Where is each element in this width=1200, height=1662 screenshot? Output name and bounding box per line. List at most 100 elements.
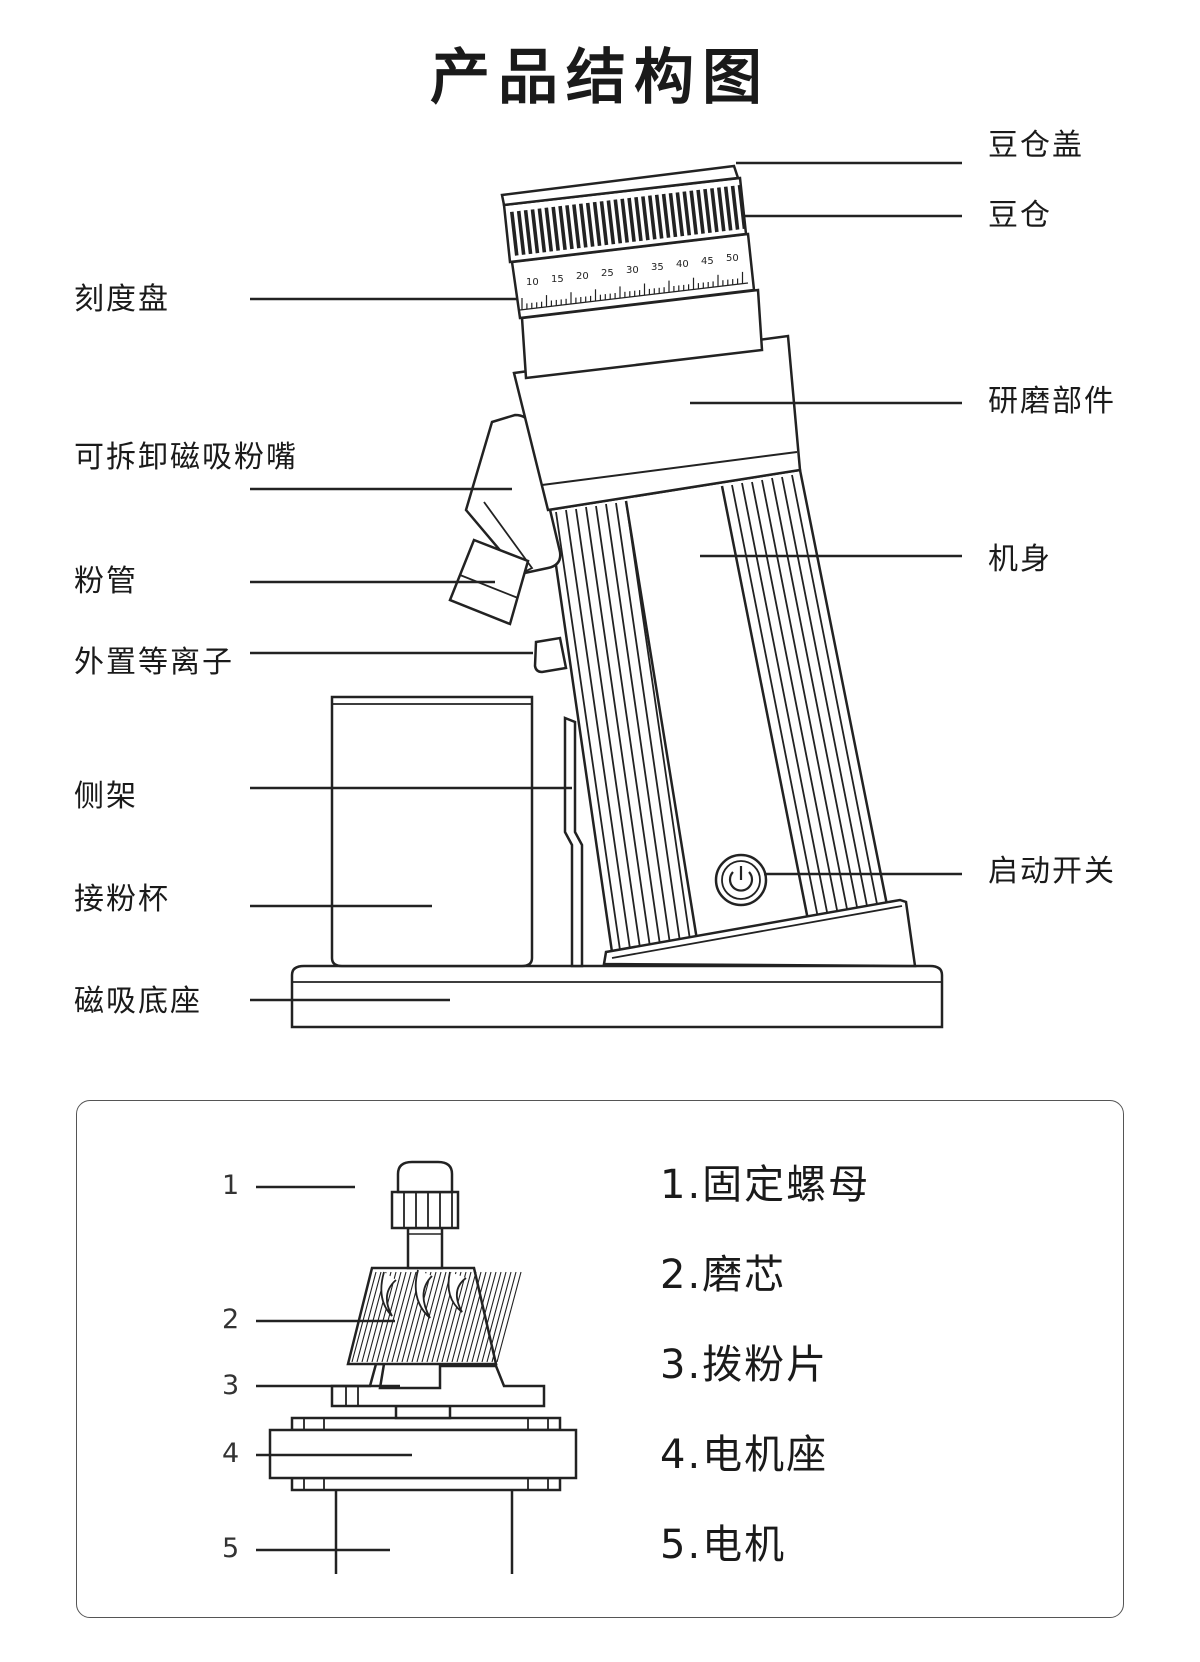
burr-hatch-line — [426, 1271, 452, 1363]
callout-number: 1 — [222, 1170, 240, 1201]
power-button — [714, 853, 768, 907]
hopper-rib — [530, 209, 540, 254]
burr-hatch-line — [481, 1271, 507, 1363]
dial-number: 40 — [676, 259, 689, 270]
label-spout: 可拆卸磁吸粉嘴 — [74, 440, 298, 475]
burr-hatch-line — [486, 1271, 512, 1363]
hopper-rib — [710, 188, 719, 233]
hopper-rib — [737, 184, 747, 230]
legend-item-motor: 5.电机 — [660, 1522, 787, 1568]
hopper-rib — [579, 203, 588, 248]
label-switch: 启动开关 — [988, 854, 1116, 889]
dial-number: 45 — [701, 256, 714, 267]
burr-hatch-line — [496, 1271, 522, 1363]
callout-number: 2 — [222, 1304, 240, 1335]
burr-hatch-line — [461, 1271, 487, 1363]
burr-hatch-line — [421, 1271, 447, 1363]
legend-leader-lines — [256, 1185, 412, 1552]
dial-number: 30 — [626, 265, 639, 276]
dial-number: 15 — [551, 274, 564, 285]
hopper-rib — [516, 210, 526, 255]
burr-hatch-line — [376, 1271, 402, 1363]
external-ionizer — [533, 636, 568, 674]
hopper-rib — [661, 193, 671, 238]
leader-lines — [250, 161, 962, 1002]
burr-hatch-line — [446, 1271, 472, 1363]
legend-item-burr: 2.磨芯 — [660, 1252, 787, 1298]
burr-hatch-line — [351, 1271, 377, 1363]
burr-hatch-line — [371, 1271, 397, 1363]
label-tube: 粉管 — [74, 564, 138, 599]
hopper-rib — [641, 196, 650, 241]
burr-hatch-line — [411, 1271, 437, 1363]
legend-item-motor-seat: 4.电机座 — [660, 1432, 829, 1478]
hopper-rib — [696, 189, 705, 234]
hopper-rib — [523, 209, 533, 255]
hopper-rib — [634, 196, 643, 242]
burr-assembly — [268, 1160, 578, 1574]
hopper-rib — [599, 201, 609, 246]
hopper-rib — [592, 201, 602, 247]
burr-hatch-line — [356, 1271, 382, 1363]
dial-number: 35 — [651, 262, 664, 273]
hopper-rib — [648, 195, 657, 240]
label-dial: 刻度盘 — [74, 282, 170, 317]
hopper-rib — [723, 186, 733, 231]
hopper-rib — [703, 188, 712, 234]
burr-hatch-line — [451, 1271, 477, 1363]
legend-item-nut: 1.固定螺母 — [660, 1162, 871, 1208]
hopper-rib — [585, 202, 595, 247]
hopper-lid — [500, 164, 740, 207]
burr-hatch-line — [441, 1271, 467, 1363]
label-grinder: 研磨部件 — [988, 384, 1116, 419]
dial-number: 20 — [576, 271, 589, 282]
hopper-rib — [654, 194, 664, 239]
hopper-rib — [730, 185, 740, 230]
hopper-rib — [682, 191, 692, 236]
label-lid: 豆仓盖 — [988, 128, 1084, 163]
label-ionizer: 外置等离子 — [74, 645, 234, 680]
hopper-rib — [551, 206, 560, 251]
body-foot — [602, 898, 917, 968]
label-body: 机身 — [988, 542, 1052, 577]
hopper-rib — [689, 190, 698, 235]
burr-hatch-line — [386, 1271, 412, 1363]
hopper-rib — [572, 204, 581, 249]
label-base: 磁吸底座 — [74, 984, 202, 1019]
magnetic-base — [290, 964, 944, 1029]
burr-hatch-line — [406, 1271, 432, 1363]
hopper-rib — [558, 205, 567, 251]
dial-number: 10 — [526, 277, 539, 288]
hopper-rib — [613, 199, 623, 244]
hopper-rib — [675, 192, 685, 237]
burr-hatch-line — [466, 1271, 492, 1363]
callout-number: 3 — [222, 1370, 240, 1401]
dial-number: 50 — [726, 253, 739, 264]
hopper-rib — [565, 205, 574, 250]
label-hopper: 豆仓 — [988, 198, 1052, 233]
burr-hatch-line — [381, 1271, 407, 1363]
page-title: 产品结构图 — [430, 43, 770, 113]
burr-hatch-line — [391, 1271, 417, 1363]
burr-hatch-line — [476, 1271, 502, 1363]
dial-number: 25 — [601, 268, 614, 279]
burr-hatch-line — [491, 1271, 517, 1363]
hopper-rib — [537, 208, 547, 253]
callout-number: 5 — [222, 1533, 240, 1564]
legend-panel — [76, 1100, 1124, 1618]
hopper-rib — [510, 211, 519, 256]
legend-item-sweeper: 3.拨粉片 — [660, 1342, 829, 1388]
hopper-rib — [606, 200, 616, 245]
burr-hatch-line — [471, 1271, 497, 1363]
hopper-rib — [668, 192, 678, 238]
side-stand — [563, 716, 584, 968]
hopper-rib — [620, 198, 629, 243]
hopper-rib — [717, 187, 726, 232]
burr-hatch-line — [456, 1271, 482, 1363]
label-cup: 接粉杯 — [74, 882, 170, 917]
powder-cup — [330, 695, 534, 968]
label-stand: 侧架 — [74, 779, 138, 814]
hopper-rib — [627, 197, 636, 242]
callout-number: 4 — [222, 1438, 240, 1469]
